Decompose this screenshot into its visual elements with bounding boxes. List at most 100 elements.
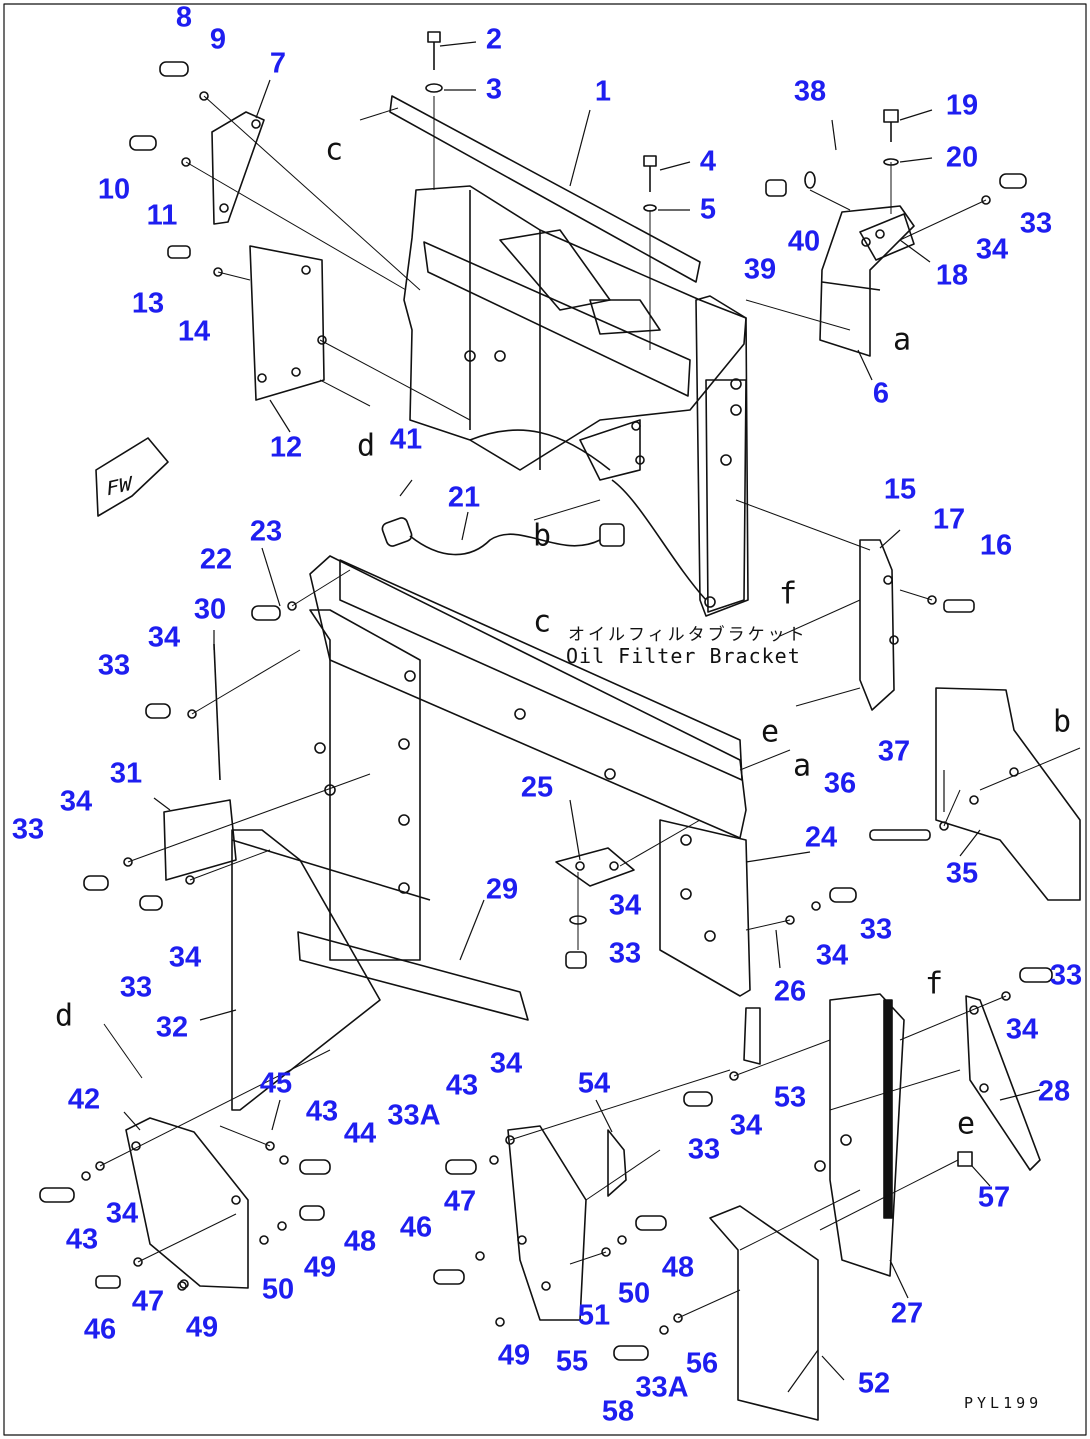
callout-part-9[interactable]: 9: [209, 23, 227, 56]
callout-part-55[interactable]: 56: [685, 1347, 719, 1380]
callout-part-34[interactable]: 34: [975, 233, 1009, 266]
callout-part-23[interactable]: 23: [249, 515, 283, 548]
callout-part-2[interactable]: 2: [485, 23, 503, 56]
callout-part-49-d[interactable]: 50: [617, 1277, 651, 1310]
callout-part-5[interactable]: 5: [699, 193, 717, 226]
callout-part-21[interactable]: 21: [447, 481, 481, 514]
callout-part-3[interactable]: 3: [485, 73, 503, 106]
callout-part-34-e[interactable]: 34: [608, 889, 642, 922]
callout-part-34-b[interactable]: 34: [147, 621, 181, 654]
callout-part-33-f[interactable]: 33: [859, 913, 893, 946]
callout-part-17[interactable]: 17: [932, 503, 966, 536]
callout-part-48-b[interactable]: 48: [661, 1251, 695, 1284]
callout-part-53[interactable]: 54: [577, 1067, 611, 1100]
callout-part-39[interactable]: 39: [743, 253, 777, 286]
callout-part-35[interactable]: 35: [945, 857, 979, 890]
fw-direction-mark: [95, 437, 169, 517]
callout-part-58[interactable]: 33A: [635, 1371, 689, 1404]
bracket-part-6: [819, 205, 915, 357]
callout-part-34-h[interactable]: 34: [729, 1109, 763, 1142]
plate-part-12: [249, 245, 327, 401]
callout-part-4[interactable]: 4: [699, 145, 717, 178]
callout-part-10[interactable]: 10: [97, 173, 131, 206]
callout-part-12[interactable]: 12: [269, 431, 303, 464]
callout-part-24[interactable]: 24: [804, 821, 838, 854]
callout-part-20[interactable]: 20: [945, 141, 979, 174]
callout-part-43-c[interactable]: 43: [445, 1069, 479, 1102]
callout-part-44[interactable]: 44: [343, 1117, 377, 1150]
bracket-part-54: [507, 1125, 587, 1321]
callout-part-25[interactable]: 25: [520, 771, 554, 804]
callout-part-14[interactable]: 14: [177, 315, 211, 348]
callout-part-32[interactable]: 32: [155, 1011, 189, 1044]
callout-part-34-c[interactable]: 34: [59, 785, 93, 818]
callout-part-31[interactable]: 31: [109, 757, 143, 790]
callout-part-6[interactable]: 6: [872, 377, 890, 410]
callout-part-16[interactable]: 16: [979, 529, 1013, 562]
callout-part-47-b[interactable]: 47: [443, 1185, 477, 1218]
oil-filter-bracket-label-jp: オイルフィルタブラケット: [568, 625, 808, 645]
callout-part-49-b[interactable]: 49: [303, 1251, 337, 1284]
callout-part-33-c[interactable]: 33: [11, 813, 45, 846]
callout-part-27[interactable]: 27: [890, 1297, 924, 1330]
frame-part-32: [231, 609, 431, 1111]
callout-part-26[interactable]: 26: [773, 975, 807, 1008]
callout-part-1[interactable]: 1: [594, 75, 612, 108]
fasteners: [39, 31, 1053, 1361]
callout-part-30[interactable]: 30: [193, 593, 227, 626]
callout-part-7[interactable]: 7: [269, 47, 287, 80]
callout-part-38[interactable]: 38: [793, 75, 827, 108]
callout-part-34-g[interactable]: 34: [1005, 1013, 1039, 1046]
plate-part-27: [814, 993, 905, 1277]
callout-part-41[interactable]: 41: [389, 423, 423, 456]
callout-part-33-g[interactable]: 33: [1049, 959, 1083, 992]
bracket-part-28: [965, 995, 1041, 1171]
ref-letter-b: b: [532, 518, 552, 554]
callout-part-8[interactable]: 8: [175, 1, 193, 34]
callout-part-34-j[interactable]: 34: [105, 1197, 139, 1230]
callout-part-29[interactable]: 29: [485, 873, 519, 906]
callout-part-46[interactable]: 46: [83, 1313, 117, 1346]
callout-part-34-i[interactable]: 34: [489, 1047, 523, 1080]
ref-letter-f-2: f: [924, 966, 944, 1002]
callout-part-36[interactable]: 36: [823, 767, 857, 800]
callout-part-45[interactable]: 45: [259, 1067, 293, 1100]
callout-part-49-c[interactable]: 49: [497, 1339, 531, 1372]
callout-part-34-d[interactable]: 34: [168, 941, 202, 974]
callout-part-40[interactable]: 40: [787, 225, 821, 258]
callout-part-43[interactable]: 43: [65, 1223, 99, 1256]
callout-part-50[interactable]: 50: [261, 1273, 295, 1306]
callout-part-50-b[interactable]: 51: [577, 1299, 611, 1332]
callout-part-48[interactable]: 48: [343, 1225, 377, 1258]
bracket-part-25: [555, 847, 635, 887]
callout-part-49[interactable]: 49: [185, 1311, 219, 1344]
callout-part-33[interactable]: 33: [1019, 207, 1053, 240]
callout-part-33A[interactable]: 33A: [387, 1099, 441, 1132]
ref-letter-a-2: a: [792, 748, 812, 784]
callout-part-43-b[interactable]: 43: [305, 1095, 339, 1128]
callout-part-54[interactable]: 55: [555, 1345, 589, 1378]
callout-part-22[interactable]: 22: [199, 543, 233, 576]
callout-part-15[interactable]: 15: [883, 473, 917, 506]
callout-part-37[interactable]: 37: [877, 735, 911, 768]
callout-part-11[interactable]: 11: [146, 199, 178, 232]
plate-part-15: [859, 539, 899, 711]
callout-part-51[interactable]: 52: [857, 1367, 891, 1400]
callout-part-42[interactable]: 42: [67, 1083, 101, 1116]
bracket-part-7: [211, 111, 265, 225]
ref-letter-c: c: [324, 132, 344, 168]
callout-part-46-b[interactable]: 46: [399, 1211, 433, 1244]
callout-part-13[interactable]: 13: [131, 287, 165, 320]
callout-part-33-d[interactable]: 33: [119, 971, 153, 1004]
callout-part-18[interactable]: 18: [935, 259, 969, 292]
callout-part-56[interactable]: 57: [977, 1181, 1011, 1214]
callout-part-19[interactable]: 19: [945, 89, 979, 122]
callout-part-33-b[interactable]: 33: [97, 649, 131, 682]
callout-part-28[interactable]: 28: [1037, 1075, 1071, 1108]
callout-part-34-f[interactable]: 34: [815, 939, 849, 972]
callout-part-52[interactable]: 53: [773, 1081, 807, 1114]
callout-part-57[interactable]: 58: [601, 1395, 635, 1428]
callout-part-33-h[interactable]: 33: [687, 1133, 721, 1166]
callout-part-33-e[interactable]: 33: [608, 937, 642, 970]
callout-part-47[interactable]: 47: [131, 1285, 165, 1318]
